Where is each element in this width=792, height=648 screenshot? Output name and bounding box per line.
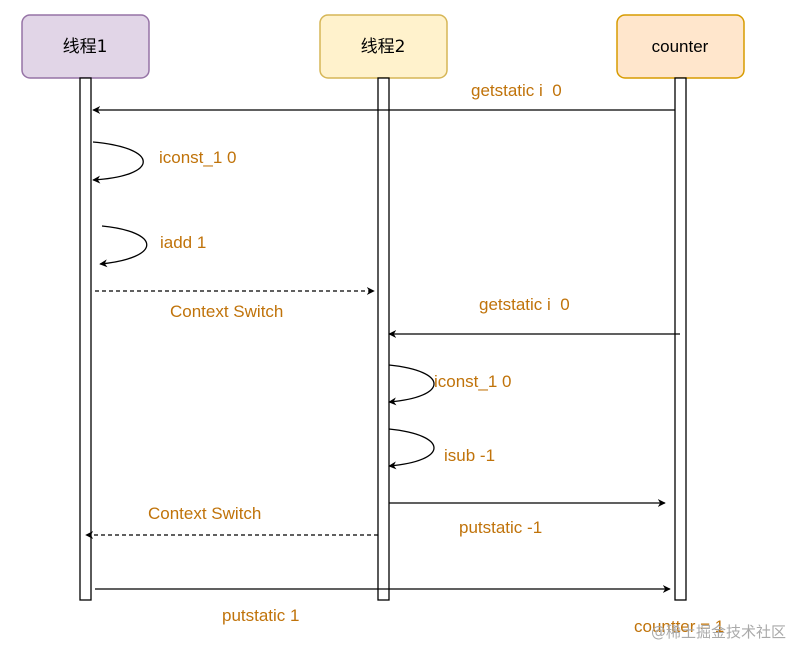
self-arrow-iconst-2 xyxy=(388,364,435,406)
participant-thread2-label: 线程2 xyxy=(361,37,406,57)
label-final-value: countter = 1 xyxy=(634,617,724,636)
lifeline-thread1 xyxy=(79,77,92,601)
watermark-text: @稀土掘金技术社区 xyxy=(651,623,786,641)
participant-thread2: 线程2 xyxy=(319,14,448,79)
label-putstatic-pos: putstatic 1 xyxy=(222,606,300,625)
participant-thread1-label: 线程1 xyxy=(63,37,108,57)
participant-thread1: 线程1 xyxy=(21,14,150,79)
self-arrow-iconst-1 xyxy=(92,141,144,184)
lifeline-counter xyxy=(674,77,687,601)
self-arrow-isub xyxy=(388,428,435,470)
self-arrow-iadd xyxy=(99,225,148,268)
participant-counter: counter xyxy=(616,14,745,79)
participant-counter-label: counter xyxy=(652,37,709,56)
label-iadd: iadd 1 xyxy=(160,233,206,252)
label-getstatic-1: getstatic i 0 xyxy=(471,81,562,100)
label-isub: isub -1 xyxy=(444,446,495,465)
label-context-switch-2: Context Switch xyxy=(148,504,261,523)
label-putstatic-neg: putstatic -1 xyxy=(459,518,542,537)
label-context-switch-1: Context Switch xyxy=(170,302,283,321)
lifeline-thread2 xyxy=(377,77,390,601)
label-iconst-1: iconst_1 0 xyxy=(159,148,237,167)
label-getstatic-2: getstatic i 0 xyxy=(479,295,570,314)
label-iconst-2: iconst_1 0 xyxy=(434,372,512,391)
